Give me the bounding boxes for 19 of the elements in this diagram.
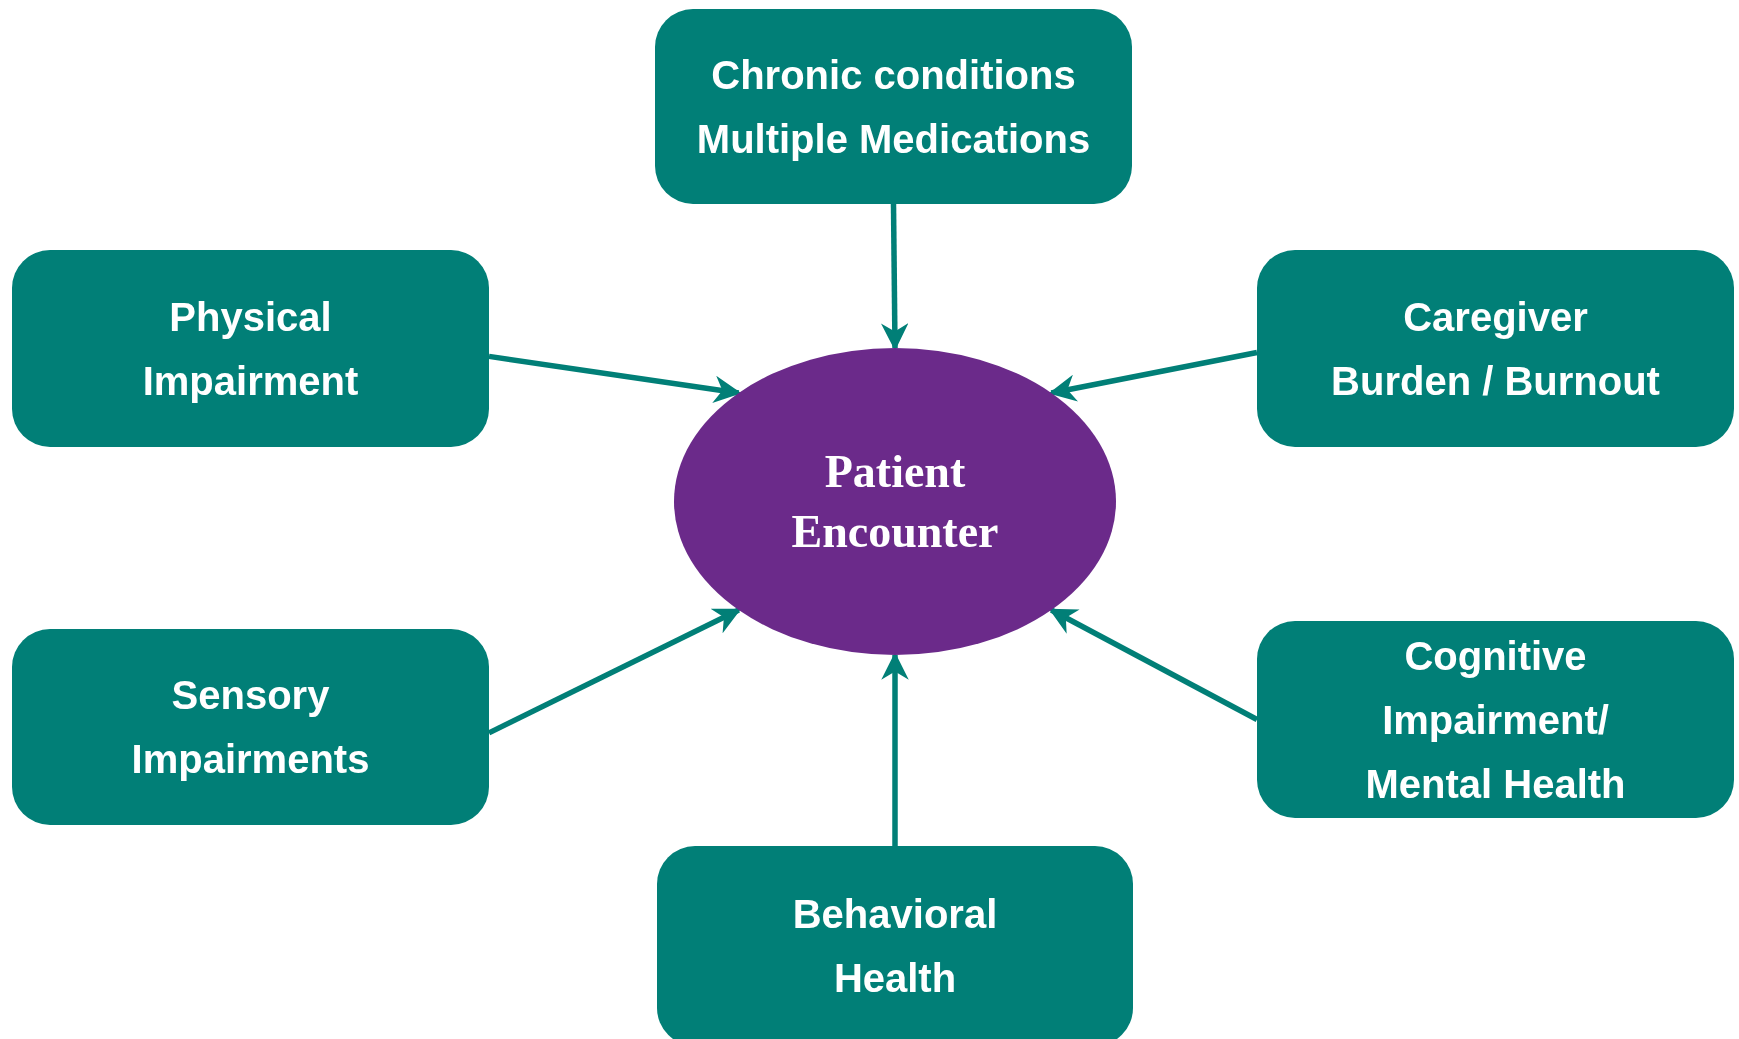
rounded-box — [12, 250, 489, 447]
node-label: Chronic conditions Multiple Medications — [695, 51, 1092, 163]
arrow — [487, 607, 742, 736]
node-label: Caregiver Burden / Burnout — [1330, 293, 1661, 405]
rounded-box — [12, 629, 489, 825]
node-label: Physical Impairment — [141, 293, 360, 405]
arrow — [881, 203, 909, 351]
arrow — [1048, 607, 1259, 722]
arrow — [488, 353, 742, 403]
rounded-box — [655, 9, 1132, 204]
rounded-box — [1257, 250, 1734, 447]
node-label: Behavioral Health — [791, 891, 999, 1002]
rounded-box — [1257, 621, 1734, 818]
arrow — [1048, 349, 1258, 402]
rounded-box — [657, 846, 1133, 1039]
node-label: Cognitive Impairment/ Mental Health — [1364, 632, 1627, 808]
node-label: Sensory Impairments — [130, 672, 371, 783]
node-label: Patient Encounter — [790, 444, 1000, 559]
arrow — [881, 652, 909, 846]
